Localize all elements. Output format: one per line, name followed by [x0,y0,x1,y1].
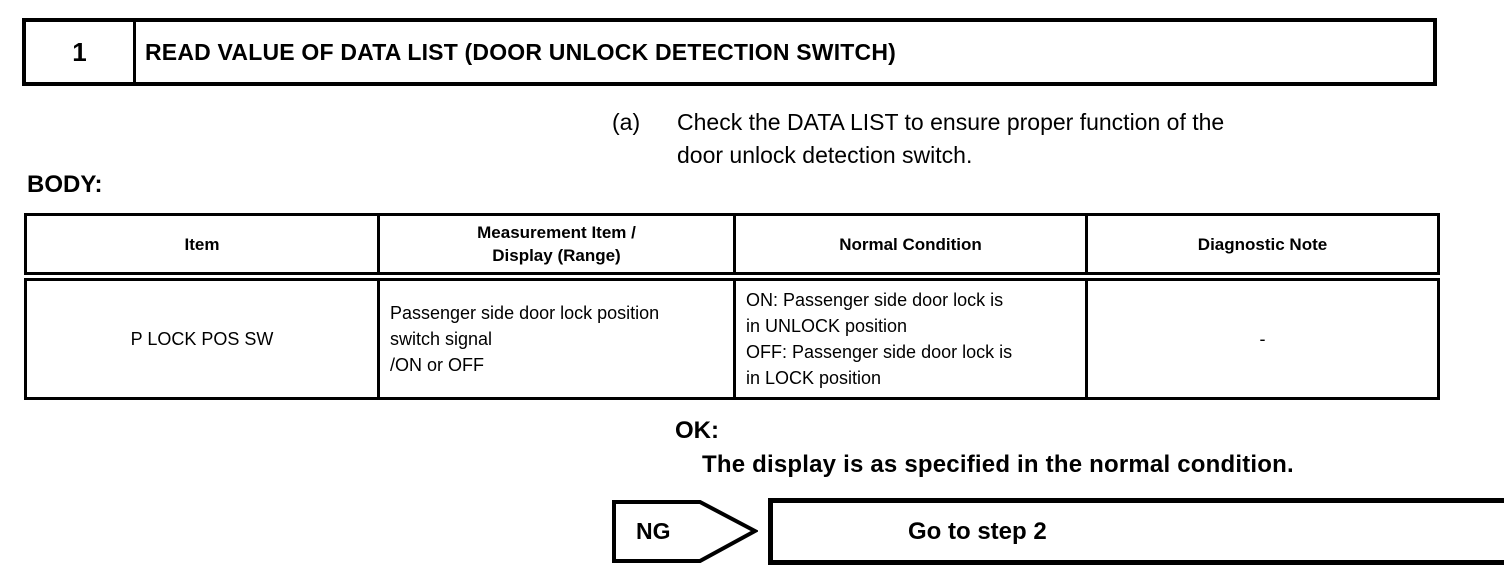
cell-measurement: Passenger side door lock position switch… [377,275,736,400]
section-label: BODY: [27,171,103,198]
column-header-normal-condition: Normal Condition [733,213,1088,281]
ng-arrow-icon [612,500,758,563]
instruction-text: Check the DATA LIST to ensure proper fun… [677,109,1225,168]
column-header-diagnostic-note: Diagnostic Note [1085,213,1440,281]
step-number: 1 [26,22,136,82]
step-title: READ VALUE OF DATA LIST (DOOR UNLOCK DET… [145,38,897,65]
table-row: P LOCK POS SW Passenger side door lock p… [24,275,1440,400]
data-list-table: Item Measurement Item / Display (Range) … [24,213,1440,400]
table-header-row: Item Measurement Item / Display (Range) … [24,213,1440,281]
cell-item: P LOCK POS SW [24,275,380,400]
instruction-paragraph: (a) Check the DATA LIST to ensure proper… [612,106,1224,172]
goto-step-box: Go to step 2 [768,498,1504,565]
ng-branch-arrow: NG [612,500,758,563]
instruction-marker: (a) [612,109,641,135]
column-header-item: Item [24,213,380,281]
ok-condition-text: The display is as specified in the norma… [702,451,1294,478]
cell-diagnostic-note: - [1085,275,1440,400]
goto-step-label: Go to step 2 [908,517,1047,545]
cell-normal-condition: ON: Passenger side door lock is in UNLOC… [733,275,1088,400]
ng-label: NG [636,518,671,544]
ok-label: OK: [675,417,719,444]
column-header-measurement: Measurement Item / Display (Range) [377,213,736,281]
step-header: 1 READ VALUE OF DATA LIST (DOOR UNLOCK D… [22,18,1437,86]
